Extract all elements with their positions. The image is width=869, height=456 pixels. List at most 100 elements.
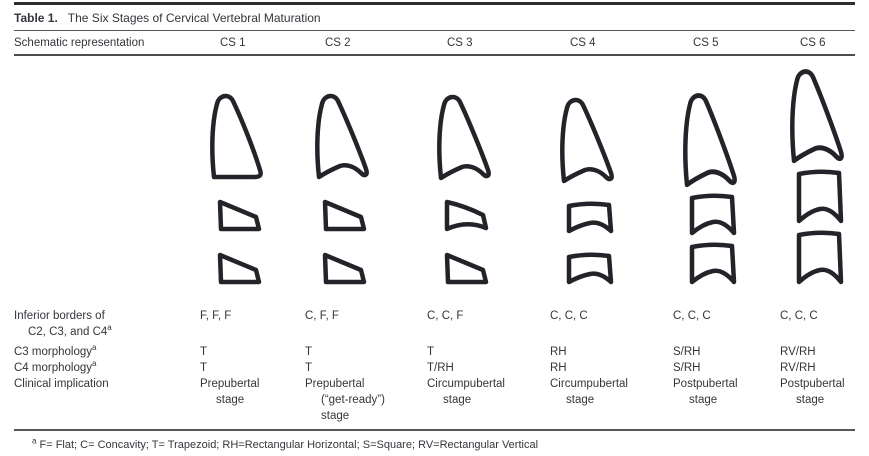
vertebra-schematic-cs4 <box>546 56 669 296</box>
c3-vertebra-shape <box>322 200 367 232</box>
footnote-superscript: a <box>32 436 37 446</box>
row-label: Clinical implication <box>14 376 196 424</box>
cell-value: C, C, C <box>673 310 711 323</box>
vertebra-stack-drawing <box>437 95 491 285</box>
cell-value-line: Postpubertal <box>780 378 845 391</box>
header-rule <box>14 54 855 57</box>
c2-vertebra-shape <box>683 93 737 188</box>
title-rule <box>14 30 855 32</box>
c3-vertebra-shape <box>217 200 262 232</box>
column-header-cs6: CS 6 <box>800 37 826 50</box>
cell-value: Prepubertal stage <box>196 376 301 424</box>
cell-value-line: stage <box>443 394 472 407</box>
c4-vertebra-shape <box>689 242 737 285</box>
table-title-text: The Six Stages of Cervical Vertebral Mat… <box>67 11 321 25</box>
table-row: C4 morphologya T T T/RH RH S/RH RV/RH <box>14 360 855 376</box>
c4-vertebra-shape <box>322 253 367 285</box>
c3-vertebra-shape <box>796 169 844 224</box>
table-title: Table 1. The Six Stages of Cervical Verte… <box>14 5 855 30</box>
cell-value: Circumpubertal stage <box>423 376 546 424</box>
row-label: C4 morphologya <box>14 360 196 376</box>
cell-value: C, C, C <box>780 310 818 323</box>
c2-vertebra-shape <box>315 94 369 180</box>
vertebra-stack-drawing <box>210 94 263 285</box>
cell-value: F, F, F <box>200 310 232 323</box>
vertebra-stack-drawing <box>560 98 614 285</box>
column-header-cs4: CS 4 <box>570 37 596 50</box>
vertebra-stack-drawing <box>683 93 737 285</box>
cell-value-line: stage <box>566 394 595 407</box>
c3-vertebra-shape <box>689 193 737 236</box>
cell-value: T <box>305 362 313 375</box>
vertebra-schematic-cs3 <box>423 56 546 296</box>
footnote: a F= Flat; C= Concavity; T= Trapezoid; R… <box>14 431 855 453</box>
vertebra-schematic-cs2 <box>301 56 423 296</box>
c2-vertebra-shape <box>210 94 263 180</box>
label-superscript: a <box>91 343 97 353</box>
row-label-line: C2, C3, and C4a <box>28 323 112 339</box>
c2-vertebra-shape <box>437 95 491 181</box>
c4-vertebra-shape <box>566 252 614 285</box>
cell-value-line: Circumpubertal <box>427 378 505 391</box>
cell-value: Postpubertal stage <box>776 376 855 424</box>
c3-vertebra-shape <box>566 201 614 234</box>
c4-vertebra-shape <box>796 230 844 285</box>
row-label-line: C3 morphologya <box>14 343 97 359</box>
header-first-column: Schematic representation <box>14 37 145 50</box>
column-header-cs5: CS 5 <box>693 37 719 50</box>
cell-value: T/RH <box>427 362 454 375</box>
cell-value: C, C, F <box>427 310 464 323</box>
c4-vertebra-shape <box>217 253 262 285</box>
vertebra-schematic-cs6 <box>776 56 869 296</box>
c2-vertebra-shape <box>790 69 844 164</box>
vertebra-schematic-cs1 <box>196 56 301 296</box>
cell-value: T <box>200 362 208 375</box>
cell-value: C, C, C <box>550 310 588 323</box>
cell-value: T <box>200 346 208 359</box>
cell-value-line: Circumpubertal <box>550 378 628 391</box>
footnote-text: F= Flat; C= Concavity; T= Trapezoid; RH=… <box>39 438 539 451</box>
table-header-row: Schematic representation CS 1 CS 2 CS 3 CS … <box>14 31 855 54</box>
label-superscript: a <box>91 359 97 369</box>
cell-value: T <box>305 346 313 359</box>
schematic-row <box>14 56 855 296</box>
c3-vertebra-shape <box>444 200 489 232</box>
cell-value-line: stage <box>321 410 350 423</box>
table-number-label: Table 1. <box>14 11 58 25</box>
row-label: C3 morphologya <box>14 344 196 360</box>
row-label-line: Inferior borders of <box>14 310 105 323</box>
cell-value: RV/RH <box>780 362 816 375</box>
c2-vertebra-shape <box>560 98 614 184</box>
row-label-line: C4 morphologya <box>14 359 97 375</box>
cell-value-line: Prepubertal <box>305 378 365 391</box>
column-header-cs1: CS 1 <box>220 37 246 50</box>
cell-value-line: stage <box>689 394 718 407</box>
cell-value: S/RH <box>673 362 701 375</box>
cell-value: C, F, F <box>305 310 339 323</box>
cell-value-line: Prepubertal <box>200 378 260 391</box>
cell-value-line: stage <box>796 394 825 407</box>
label-superscript: a <box>107 323 112 333</box>
vertebra-stack-drawing <box>315 94 369 285</box>
vertebra-schematic-cs5 <box>669 56 776 296</box>
footnote-rule <box>14 429 855 431</box>
cell-value: RH <box>550 362 567 375</box>
column-header-cs2: CS 2 <box>325 37 351 50</box>
cell-value-line: stage <box>216 394 245 407</box>
top-rule <box>14 2 855 5</box>
cell-value: Circumpubertal stage <box>546 376 669 424</box>
cell-value-line: Postpubertal <box>673 378 738 391</box>
schematic-row-spacer <box>14 56 196 296</box>
cell-value: RV/RH <box>780 346 816 359</box>
column-header-cs3: CS 3 <box>447 37 473 50</box>
cell-value: Prepubertal (“get-ready”) stage <box>301 376 423 424</box>
cell-value-line: (“get-ready”) <box>321 394 385 407</box>
cell-value: RH <box>550 346 567 359</box>
row-label-line: Clinical implication <box>14 378 109 391</box>
